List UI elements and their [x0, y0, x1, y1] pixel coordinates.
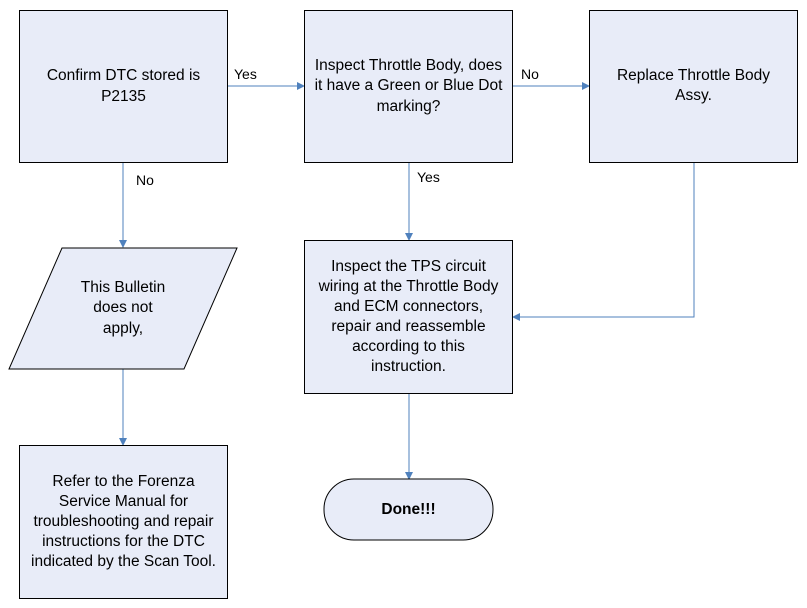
edge-label-confirm-no: No [136, 172, 154, 188]
node-refer-manual-label: Refer to the Forenza Service Manual for … [31, 472, 216, 571]
edge-label-confirm-yes: Yes [234, 66, 257, 82]
node-inspect-tps-label: Inspect the TPS circuit wiring at the Th… [318, 257, 499, 376]
node-confirm-dtc: Confirm DTC stored is P2135 [19, 10, 228, 163]
node-replace-throttle: Replace Throttle Body Assy. [589, 10, 798, 163]
node-confirm-dtc-label: Confirm DTC stored is P2135 [46, 67, 201, 105]
bulletin-parallelogram-shape [8, 247, 238, 370]
connector-replace-to-tps [512, 163, 695, 321]
node-bulletin-not-apply-label: This Bulletin does not apply, [80, 279, 166, 337]
node-replace-throttle-label: Replace Throttle Body Assy. [616, 67, 771, 105]
node-done: Done!!! [324, 479, 493, 540]
node-inspect-tps: Inspect the TPS circuit wiring at the Th… [304, 240, 513, 394]
done-terminator-shape [323, 478, 494, 541]
node-done-label: Done!!! [381, 500, 436, 518]
node-refer-manual: Refer to the Forenza Service Manual for … [19, 445, 228, 599]
edge-label-inspect-no: No [521, 66, 539, 82]
node-inspect-throttle-label: Inspect Throttle Body, does it have a Gr… [314, 57, 503, 115]
node-inspect-throttle: Inspect Throttle Body, does it have a Gr… [304, 10, 513, 163]
edge-label-inspect-yes: Yes [417, 169, 440, 185]
node-bulletin-not-apply: This Bulletin does not apply, [60, 250, 186, 367]
